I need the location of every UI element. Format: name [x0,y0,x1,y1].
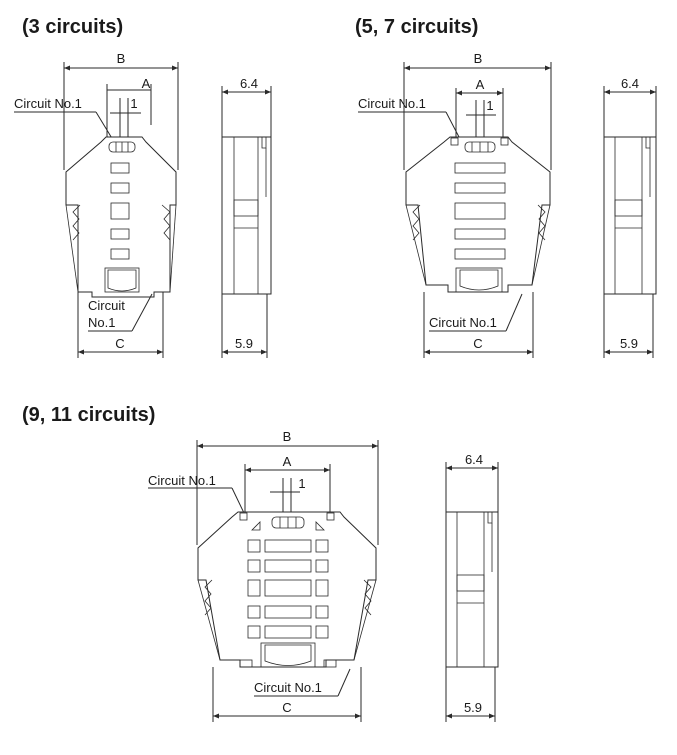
circuit-no1-bottom-label: Circuit No.1 [429,315,497,330]
pitch-label: 1 [130,96,137,111]
circuit-no1-label: Circuit No.1 [358,96,426,111]
dim-c-label: C [282,700,291,715]
dim-a-label: A [476,77,485,92]
circuit-label-line2: No.1 [88,315,115,330]
circuit-no1-label: Circuit No.1 [148,473,216,488]
dim-b-label: B [117,51,126,66]
dim-b-label: B [474,51,483,66]
circuit-no1-bottom-label: Circuit No.1 [254,680,322,695]
circuit-label-line1: Circuit [88,298,125,313]
depth-label: 5.9 [464,700,482,715]
side-view-9-11-circuits: 6.4 5.9 [445,452,499,722]
dim-b-label: B [283,429,292,444]
depth-label: 5.9 [235,336,253,351]
front-view-3-circuits: B A 1 Circuit No.1 [14,51,179,358]
side-view-3-circuits: 6.4 5.9 [221,76,272,358]
heading-5-7-circuits: (5, 7 circuits) [355,16,479,38]
side-view-5-7-circuits: 6.4 5.9 [603,76,657,358]
width-label: 6.4 [240,76,258,91]
heading-3-circuits: (3 circuits) [22,16,124,38]
pitch-label: 1 [298,476,305,491]
width-label: 6.4 [465,452,483,467]
front-view-5-7-circuits: B A 1 Circuit No.1 C Circ [358,51,552,358]
dim-c-label: C [115,336,124,351]
dim-c-label: C [473,336,482,351]
circuit-no1-label: Circuit No.1 [14,96,82,111]
heading-9-11-circuits: (9, 11 circuits) [22,404,156,426]
dim-a-label: A [283,454,292,469]
pitch-label: 1 [486,98,493,113]
width-label: 6.4 [621,76,639,91]
dim-a-label: A [142,76,151,91]
front-view-9-11-circuits: B A 1 Circuit No.1 [148,429,379,722]
depth-label: 5.9 [620,336,638,351]
